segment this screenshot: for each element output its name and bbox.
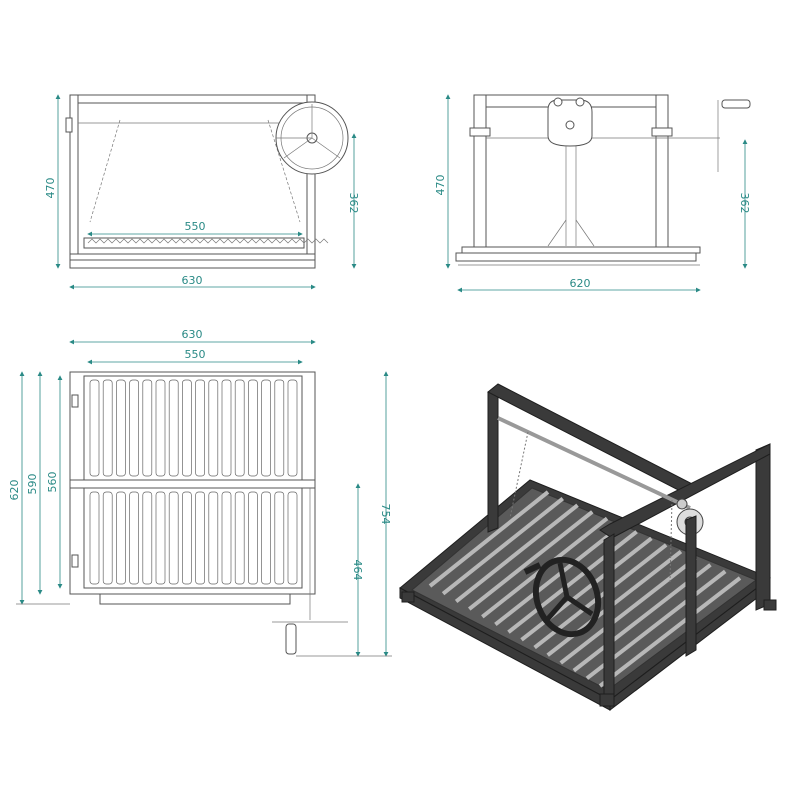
side-brace-left [547, 219, 567, 247]
top-slat [221, 491, 232, 585]
iso-slat [598, 576, 742, 688]
front-grate [83, 237, 305, 249]
iso-chain-2 [669, 499, 673, 583]
front-left-bracket [65, 117, 73, 133]
top-slat [261, 379, 271, 477]
front-left-chain [89, 119, 121, 223]
top-slat [142, 379, 153, 477]
iso-chain [509, 431, 529, 519]
top-slat [274, 379, 285, 477]
top-slat [248, 491, 258, 585]
top-slats [89, 379, 298, 585]
front-grate-teeth [87, 238, 329, 244]
iso-crank-wheel [523, 556, 602, 638]
iso-slats [428, 490, 742, 688]
top-grate-width-dim: 550 [185, 348, 206, 361]
front-right-chain [267, 119, 301, 223]
top-slat [208, 491, 219, 585]
top-slat [116, 379, 126, 477]
side-base-rail [455, 252, 697, 262]
top-width-dim: 630 [182, 328, 203, 341]
top-slat [89, 379, 100, 477]
iso-axle-rod [497, 416, 691, 510]
top-center-bar [69, 479, 316, 489]
top-slat [102, 379, 113, 477]
top-slat [155, 491, 166, 585]
side-base-tray [461, 246, 701, 254]
top-slat [142, 491, 153, 585]
iso-foot-1 [401, 591, 415, 603]
iso-slat [507, 530, 638, 634]
front-crank-wheel [275, 101, 349, 175]
iso-slat [520, 536, 653, 642]
top-slat [155, 379, 166, 477]
top-slat [89, 491, 100, 585]
top-grate-depth-dim: 560 [46, 472, 59, 493]
top-total-depth-dim: 754 [379, 504, 392, 525]
top-slat [287, 491, 298, 585]
side-height-dim: 470 [434, 175, 447, 196]
top-slat [287, 379, 298, 477]
top-depth-inner-dim: 590 [26, 474, 39, 495]
iso-right-rear-post [755, 443, 771, 611]
top-slat [234, 379, 245, 477]
front-view: 470 362 550 630 [44, 94, 360, 290]
front-top-bar [69, 94, 316, 104]
side-gear-plate [547, 97, 593, 147]
isometric-view [399, 383, 777, 712]
iso-slat [441, 497, 565, 596]
front-height-dim: 470 [44, 178, 57, 199]
iso-slat [494, 523, 624, 627]
iso-slat [559, 556, 697, 665]
iso-left-rear-post [487, 387, 499, 533]
top-slat [129, 491, 139, 585]
top-slat [234, 491, 245, 585]
side-view: 470 362 620 [434, 94, 751, 293]
side-width-dim: 620 [570, 277, 591, 290]
iso-left-front-post [603, 533, 615, 707]
front-grate-width-dim: 550 [185, 220, 206, 233]
front-base-rail [69, 259, 316, 269]
top-slat [129, 379, 139, 477]
top-front-lip [99, 593, 291, 605]
front-width-dim: 630 [182, 274, 203, 287]
iso-foot-2 [599, 693, 615, 707]
side-left-post [473, 94, 487, 248]
iso-slat [467, 510, 594, 611]
top-bracket-2 [71, 554, 79, 568]
iso-top-bar-left [487, 383, 701, 497]
top-slat [221, 379, 232, 477]
iso-slat [454, 503, 579, 603]
top-slat [248, 379, 258, 477]
top-slat [195, 491, 205, 585]
top-slat [168, 491, 179, 585]
iso-foot-3 [763, 599, 777, 611]
top-slat [261, 491, 271, 585]
top-slat [208, 379, 219, 477]
top-slat [116, 491, 126, 585]
side-crank-height-dim: 362 [738, 193, 751, 214]
top-slat [168, 379, 179, 477]
side-left-clamp [469, 127, 491, 137]
side-crank-handle [717, 99, 751, 172]
top-slat [182, 491, 192, 585]
side-right-clamp [651, 127, 673, 137]
side-brace-right [575, 219, 595, 247]
front-crank-height-dim: 362 [347, 193, 360, 214]
top-slat [102, 491, 113, 585]
front-base-tray [69, 253, 316, 261]
top-depth-dim: 620 [8, 480, 21, 501]
top-slat [195, 379, 205, 477]
top-bracket-1 [71, 394, 79, 408]
top-view: 630 550 620 590 560 754 464 [8, 328, 392, 657]
top-handle-dim: 464 [351, 560, 364, 581]
iso-right-front-post [685, 515, 697, 657]
iso-slat [428, 490, 550, 588]
top-slat [274, 491, 285, 585]
side-right-post [655, 94, 669, 248]
top-slat [182, 379, 192, 477]
top-crank-handle [272, 488, 348, 655]
